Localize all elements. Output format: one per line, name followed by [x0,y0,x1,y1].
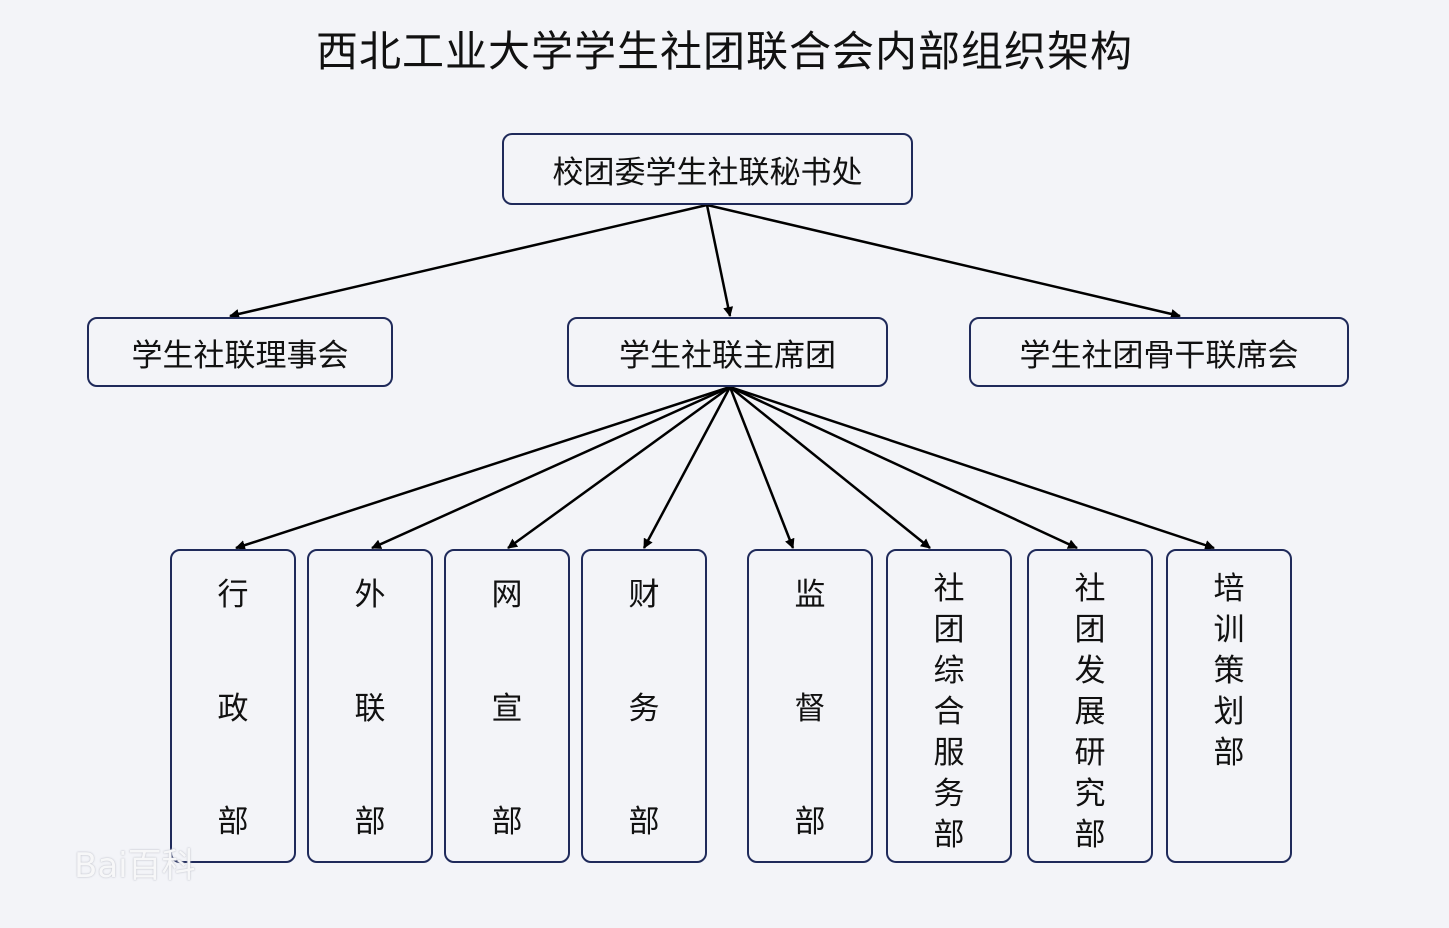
department-node: 社团发展研究部 [1027,549,1153,863]
arrow-presidium-to-department [728,386,795,549]
department-label-char: 政 [217,690,249,727]
department-node: 行政部 [170,549,296,863]
council-node-label: 学生社联理事会 [131,337,349,374]
department-label-char: 部 [491,804,523,840]
presidium-node: 学生社联主席团 [567,317,888,387]
baidu-watermark: Bai百科 [74,846,196,886]
department-label-char: 团 [1074,612,1106,648]
department-node: 社团综合服务部 [886,549,1012,863]
department-label-char: 部 [354,804,386,840]
joint-meeting-node: 学生社团骨干联席会 [969,317,1349,387]
department-label-char: 培 [1213,571,1245,607]
department-label-char: 部 [1074,817,1106,853]
presidium-node-label: 学生社联主席团 [619,337,836,374]
department-label-char: 划 [1213,694,1245,730]
root-node: 校团委学生社联秘书处 [502,133,913,205]
joint-meeting-node-label: 学生社团骨干联席会 [1019,337,1299,374]
department-label-char: 研 [1074,735,1106,771]
department-node: 培训策划部 [1166,549,1292,863]
department-label-char: 究 [1074,776,1106,812]
department-label-char: 务 [933,776,965,812]
department-label-char: 部 [628,804,660,840]
arrow-presidium-to-department [729,385,1078,550]
arrow-root-to-presidium [705,204,734,317]
department-node: 外联部 [307,549,433,863]
department-label-char: 外 [354,577,386,613]
department-label-char: 部 [217,804,249,840]
arrow-presidium-to-department [371,385,731,550]
arrow-root-to-council [229,203,708,319]
page-title: 西北工业大学学生社团联合会内部组织架构 [315,27,1133,76]
department-label-char: 策 [1213,653,1245,689]
department-label-char: 社 [1074,571,1106,607]
arrow-presidium-to-department [507,385,731,550]
department-label-char: 合 [933,694,965,730]
department-label-char: 服 [933,735,965,771]
department-label-char: 部 [933,817,965,853]
department-node: 网宣部 [444,549,570,863]
arrow-presidium-to-department [642,386,732,549]
council-node: 学生社联理事会 [87,317,393,387]
department-node: 财务部 [581,549,707,863]
department-label-char: 督 [794,690,826,727]
arrow-root-to-joint-meeting [706,203,1181,319]
department-label-char: 财 [628,577,660,613]
arrow-presidium-to-department [235,385,731,550]
root-node-label: 校团委学生社联秘书处 [552,154,863,191]
department-label-char: 部 [1213,735,1245,771]
department-label-char: 社 [933,571,965,607]
department-label-char: 综 [933,653,965,689]
arrow-presidium-to-department [729,385,1215,550]
department-node: 监督部 [747,549,873,863]
department-label-char: 训 [1213,612,1245,648]
arrow-presidium-to-department [729,386,931,549]
department-label-char: 行 [217,577,249,613]
department-label-char: 团 [933,612,965,648]
department-label-char: 监 [794,577,826,613]
department-label-char: 联 [354,690,386,727]
department-label-char: 务 [628,690,660,727]
department-label-char: 部 [794,804,826,840]
department-label-char: 网 [491,577,523,613]
department-label-char: 发 [1074,653,1106,689]
department-label-char: 宣 [491,690,523,727]
department-label-char: 展 [1074,694,1106,730]
